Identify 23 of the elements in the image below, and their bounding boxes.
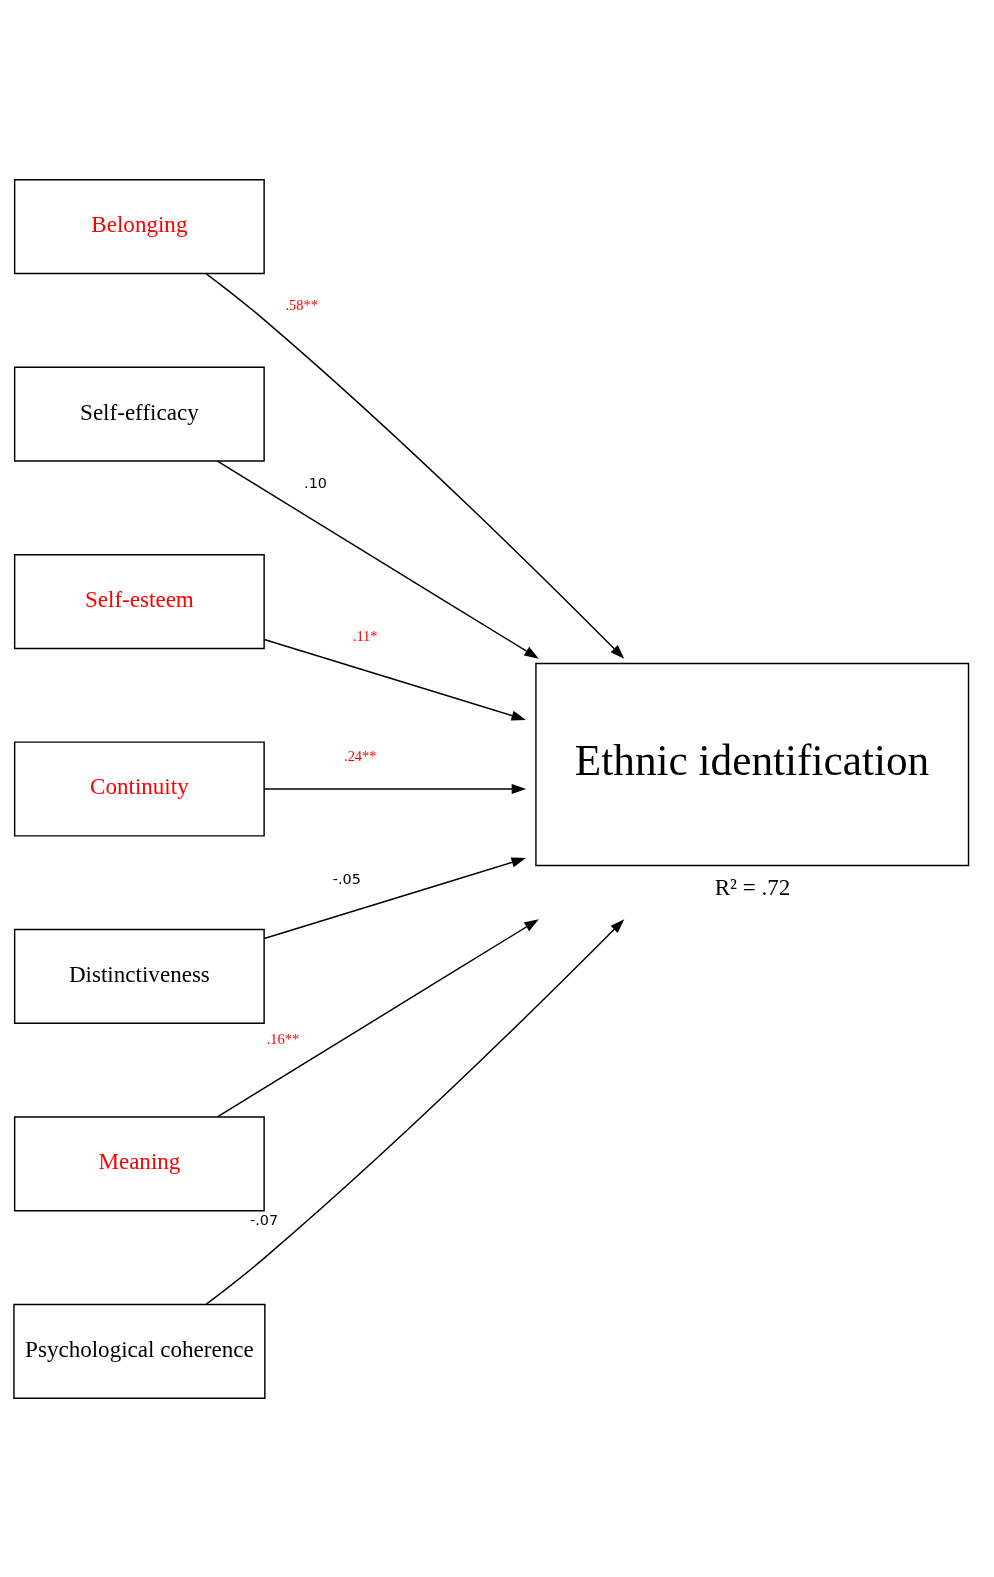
- arrow: [205, 272, 625, 659]
- node-box: Self-efficacy: [13, 366, 265, 462]
- edge-label: .10: [304, 474, 328, 491]
- arrow: [263, 783, 527, 794]
- node-box: Belonging: [13, 178, 265, 274]
- edge-label: .24**: [344, 747, 377, 764]
- edge-label: -.07: [250, 1211, 279, 1228]
- node-box: Self-esteem: [13, 553, 265, 649]
- node-box: Ethnic identification: [535, 662, 970, 866]
- arrow: [263, 638, 526, 720]
- edge-label: .58**: [285, 296, 318, 313]
- node-box: Distinctiveness: [13, 928, 265, 1024]
- node-box: Continuity: [13, 740, 265, 837]
- arrow: [205, 918, 625, 1305]
- node-box: Meaning: [13, 1115, 265, 1211]
- edge-label: .16**: [266, 1030, 300, 1047]
- arrow: [216, 918, 539, 1117]
- edge-label: .11*: [352, 627, 378, 644]
- node-label: R² = .72: [714, 873, 791, 900]
- arrow: [263, 857, 526, 939]
- arrow: [216, 459, 539, 659]
- edge-label: -.05: [332, 870, 361, 887]
- node-box: Psychological coherence: [13, 1303, 266, 1399]
